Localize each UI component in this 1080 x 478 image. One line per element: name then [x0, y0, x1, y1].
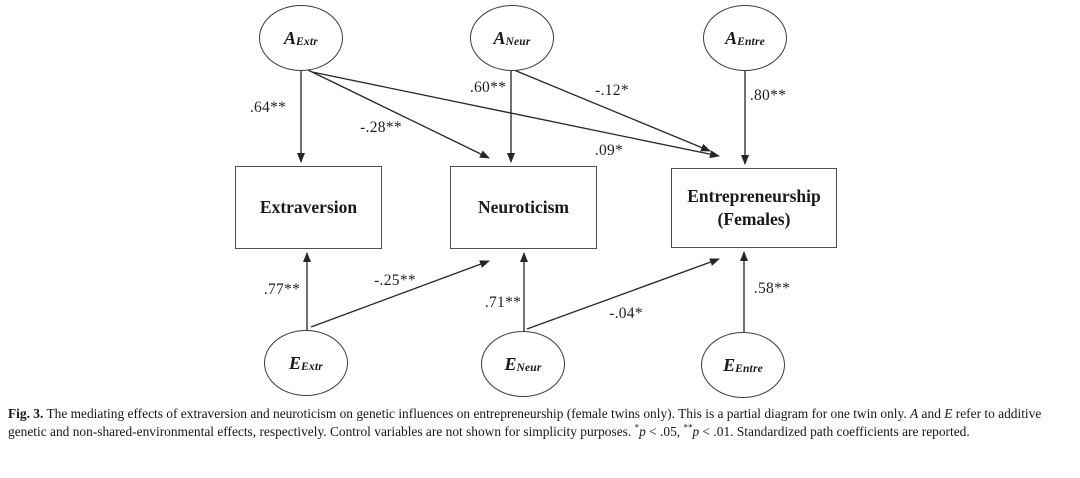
caption-text-1: The mediating effects of extraversion an…: [43, 406, 911, 421]
observed-label: Neuroticism: [477, 197, 570, 218]
observed-node-extraversion: Extraversion: [235, 166, 382, 249]
latent-label: E: [289, 353, 302, 373]
latent-label-subscript: Entre: [735, 363, 763, 376]
caption-text-2: and: [918, 406, 945, 421]
caption-italic-e: E: [944, 406, 953, 421]
latent-label: A: [493, 28, 506, 48]
path-coefficient-a-entre-entrepreneurship: .80**: [749, 87, 787, 104]
path-coefficient-a-neur-entrepreneurship: -.12*: [595, 82, 629, 99]
path-coefficient-a-extr-entrepreneurship: .09*: [594, 142, 624, 159]
figure-caption: Fig. 3. The mediating effects of extrave…: [8, 405, 1072, 441]
arrow-layer: [297, 69, 749, 332]
caption-text-5: < .01. Standardized path coefficients ar…: [699, 423, 970, 439]
observed-node-neuroticism: Neuroticism: [450, 166, 597, 249]
latent-label: E: [723, 355, 736, 375]
path-arrow-e-extr-neuroticism: [310, 260, 490, 328]
path-coefficient-e-extr-extraversion: .77**: [263, 281, 301, 298]
latent-label-subscript: Neur: [516, 362, 542, 375]
significance-star-double: **: [683, 422, 693, 433]
caption-italic-a: A: [910, 406, 919, 421]
latent-label-subscript: Extr: [296, 36, 318, 49]
path-coefficient-e-entre-entrepreneurship: .58**: [753, 280, 791, 297]
path-coefficient-e-neur-neuroticism: .71**: [484, 294, 522, 311]
latent-label: A: [284, 28, 297, 48]
path-coefficient-e-extr-neuroticism: -.25**: [374, 272, 416, 289]
path-arrow-a-neur-entrepreneurship: [513, 69, 711, 152]
caption-text-3: refer to additive genetic and non-shared…: [8, 406, 1042, 439]
caption-italic-p1: p: [639, 423, 646, 439]
observed-label-line1: Entrepreneurship: [687, 186, 821, 207]
latent-label-subscript: Entre: [737, 36, 765, 49]
figure-number-label: Fig. 3.: [8, 406, 44, 421]
caption-text-4: < .05,: [645, 423, 684, 439]
path-coefficient-e-neur-entrepreneurship: -.04*: [609, 305, 643, 322]
latent-label-subscript: Extr: [301, 361, 323, 374]
significance-star-single: *: [634, 422, 640, 433]
path-coefficient-a-extr-neuroticism: -.28**: [360, 119, 402, 136]
path-arrow-a-extr-neuroticism: [307, 69, 490, 159]
latent-label-subscript: Neur: [505, 36, 531, 49]
path-coefficient-a-neur-neuroticism: .60**: [469, 79, 507, 96]
latent-label: E: [504, 354, 517, 374]
latent-label: A: [725, 28, 738, 48]
observed-node-entrepreneurship: Entrepreneurship (Females): [671, 168, 837, 248]
observed-label-line2: (Females): [717, 209, 791, 229]
caption-italic-p2: p: [692, 423, 700, 439]
observed-label: Extraversion: [259, 197, 358, 218]
path-arrow-e-neur-entrepreneurship: [526, 258, 720, 330]
path-coefficient-a-extr-extraversion: .64**: [249, 99, 287, 116]
path-arrow-a-extr-entrepreneurship: [311, 71, 720, 159]
